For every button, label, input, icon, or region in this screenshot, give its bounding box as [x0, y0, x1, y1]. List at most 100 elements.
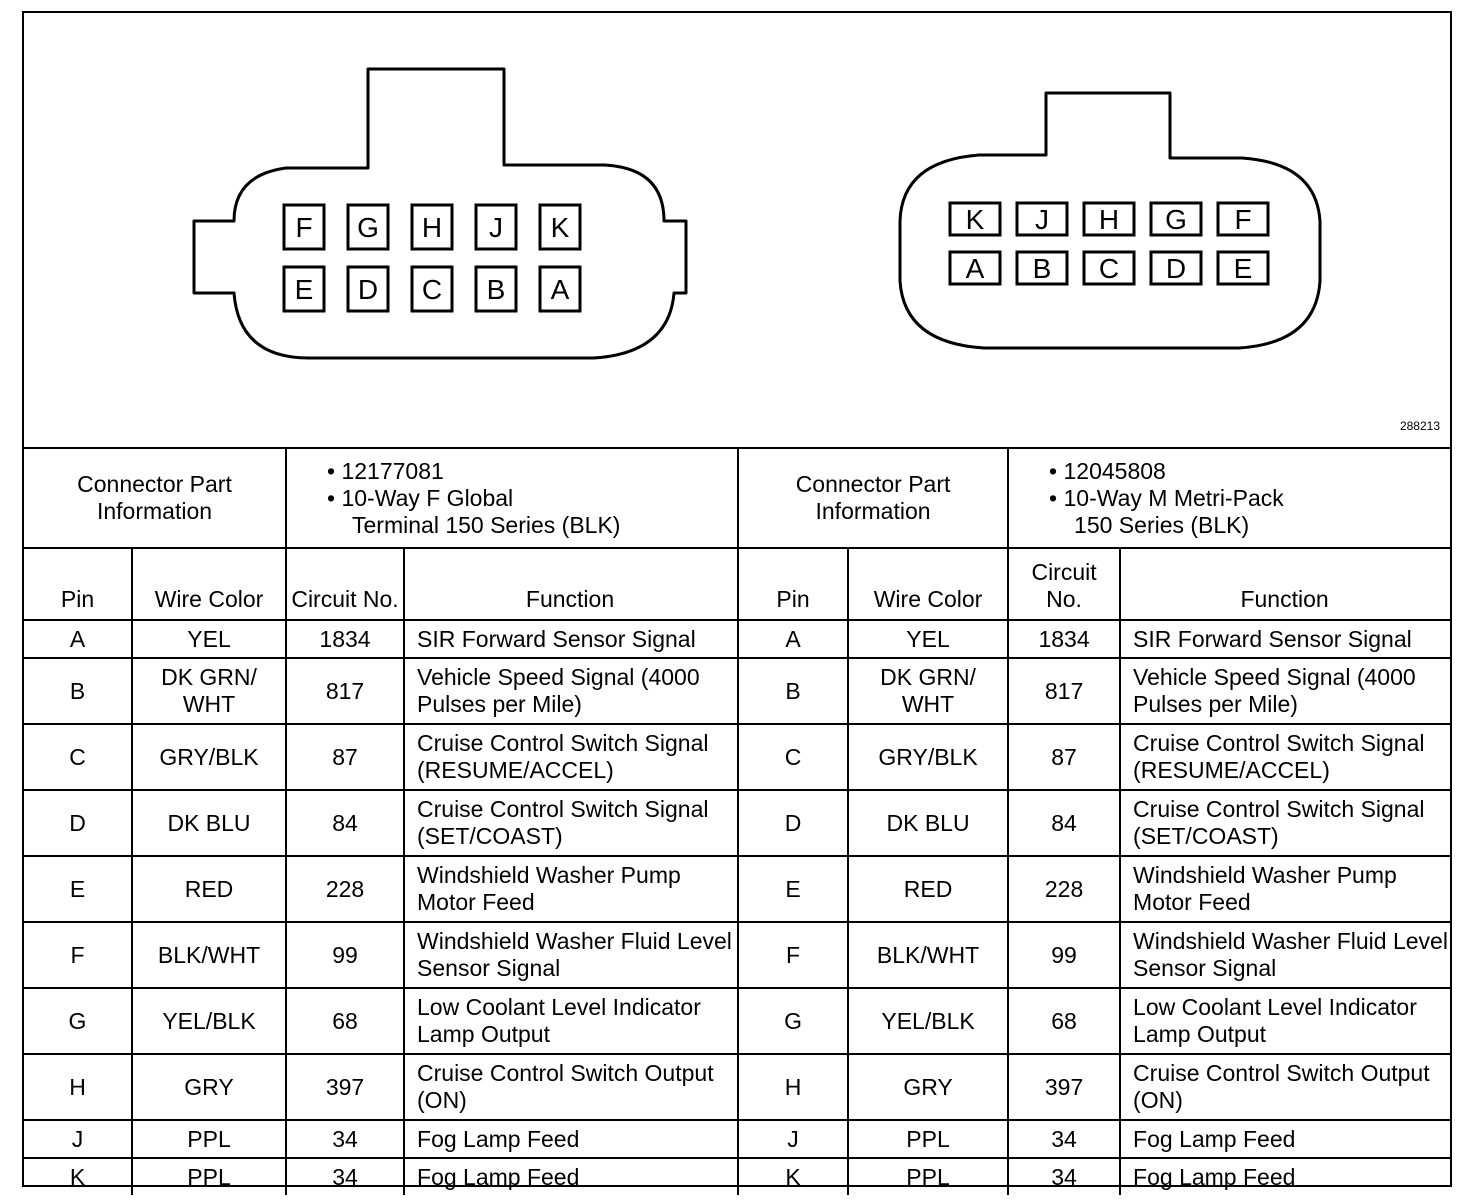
wire-color-cell: GRY: [847, 1053, 1010, 1121]
pin-cavity: [948, 201, 1002, 237]
wire-color-cell: PPL: [847, 1157, 1010, 1195]
header-circuit: Circuit No.: [285, 547, 406, 621]
header-function: Function: [1119, 547, 1451, 621]
pin-label: J: [1035, 204, 1049, 235]
wire-color-cell: YEL/BLK: [847, 987, 1010, 1055]
function-cell: Cruise Control Switch Output (ON): [403, 1053, 740, 1121]
wire-color-cell: PPL: [130, 1119, 288, 1159]
left-part-desc-2: Terminal 150 Series (BLK): [352, 511, 621, 538]
pin-cavity: [1216, 250, 1270, 286]
function-cell: Fog Lamp Feed: [403, 1157, 740, 1195]
pin-cavity: [1082, 201, 1136, 237]
header-pin: Pin: [24, 547, 133, 621]
circuit-cell: 34: [1007, 1157, 1122, 1195]
pin-label: E: [295, 274, 314, 305]
wire-color-cell: PPL: [130, 1157, 288, 1195]
pin-cell: B: [737, 657, 850, 725]
header-function: Function: [403, 547, 740, 621]
circuit-cell: 1834: [1007, 619, 1122, 659]
pin-cavity: [1082, 250, 1136, 286]
pin-cavity: [1015, 250, 1069, 286]
function-cell: Fog Lamp Feed: [1119, 1119, 1451, 1159]
pin-cell: A: [737, 619, 850, 659]
pin-label: H: [422, 212, 442, 243]
pin-cavity: [282, 265, 326, 313]
right-connector-info-label: Connector Part Information: [737, 447, 1010, 549]
pin-cell: K: [737, 1157, 850, 1195]
pin-cell: F: [24, 921, 133, 989]
wire-color-cell: GRY/BLK: [130, 723, 288, 791]
circuit-cell: 397: [1007, 1053, 1122, 1121]
pin-label: H: [1099, 204, 1119, 235]
pin-label: C: [1099, 253, 1119, 284]
right-connector-outline: [898, 91, 1322, 350]
circuit-cell: 817: [285, 657, 406, 725]
function-cell: Low Coolant Level Indicator Lamp Output: [403, 987, 740, 1055]
wire-color-cell: GRY: [130, 1053, 288, 1121]
pin-cell: G: [24, 987, 133, 1055]
pin-label: D: [358, 274, 378, 305]
header-pin: Pin: [737, 547, 850, 621]
figure-id: 288213: [1399, 419, 1440, 433]
function-cell: Fog Lamp Feed: [1119, 1157, 1451, 1195]
wire-color-cell: GRY/BLK: [847, 723, 1010, 791]
left-connector-outline: [192, 67, 688, 360]
right-part-desc: 10-Way M Metri-Pack: [1063, 484, 1284, 511]
circuit-cell: 68: [1007, 987, 1122, 1055]
pin-cell: J: [737, 1119, 850, 1159]
pin-cavity: [538, 203, 582, 251]
function-cell: Vehicle Speed Signal (4000 Pulses per Mi…: [1119, 657, 1451, 725]
circuit-cell: 34: [285, 1119, 406, 1159]
pin-cell: D: [24, 789, 133, 857]
pin-label: B: [487, 274, 506, 305]
wire-color-cell: BLK/WHT: [847, 921, 1010, 989]
left-part-number: 12177081: [341, 457, 444, 484]
pin-label: B: [1033, 253, 1052, 284]
pin-cavity: [1149, 201, 1203, 237]
function-cell: Low Coolant Level Indicator Lamp Output: [1119, 987, 1451, 1055]
circuit-cell: 99: [285, 921, 406, 989]
circuit-cell: 87: [285, 723, 406, 791]
function-cell: Cruise Control Switch Signal (SET/COAST): [403, 789, 740, 857]
function-cell: Vehicle Speed Signal (4000 Pulses per Mi…: [403, 657, 740, 725]
pin-cell: K: [24, 1157, 133, 1195]
pin-cavity: [948, 250, 1002, 286]
pinout-table: Connector Part Information • 12177081 • …: [24, 447, 1451, 1195]
pin-label: K: [551, 212, 570, 243]
left-part-desc: 10-Way F Global: [341, 484, 514, 511]
pin-cavity: [346, 265, 390, 313]
circuit-cell: 397: [285, 1053, 406, 1121]
pin-cell: H: [737, 1053, 850, 1121]
wire-color-cell: PPL: [847, 1119, 1010, 1159]
pin-label: K: [966, 204, 985, 235]
pin-cavity: [1015, 201, 1069, 237]
function-cell: Cruise Control Switch Signal (RESUME/ACC…: [403, 723, 740, 791]
pin-cavity: [1216, 201, 1270, 237]
wire-color-cell: DK BLU: [130, 789, 288, 857]
pin-cavity: [346, 203, 390, 251]
pin-cell: E: [737, 855, 850, 923]
pin-label: A: [551, 274, 570, 305]
function-cell: Windshield Washer Pump Motor Feed: [1119, 855, 1451, 923]
wire-color-cell: RED: [130, 855, 288, 923]
wire-color-cell: YEL/BLK: [130, 987, 288, 1055]
pin-cavity: [410, 265, 454, 313]
wire-color-cell: YEL: [847, 619, 1010, 659]
function-cell: Windshield Washer Pump Motor Feed: [403, 855, 740, 923]
pin-label: A: [966, 253, 985, 284]
pin-label: E: [1234, 253, 1253, 284]
pin-cell: G: [737, 987, 850, 1055]
function-cell: Windshield Washer Fluid Level Sensor Sig…: [403, 921, 740, 989]
pin-label: J: [489, 212, 503, 243]
circuit-cell: 84: [285, 789, 406, 857]
pin-cell: B: [24, 657, 133, 725]
function-cell: Windshield Washer Fluid Level Sensor Sig…: [1119, 921, 1451, 989]
wire-color-cell: DK GRN/ WHT: [130, 657, 288, 725]
